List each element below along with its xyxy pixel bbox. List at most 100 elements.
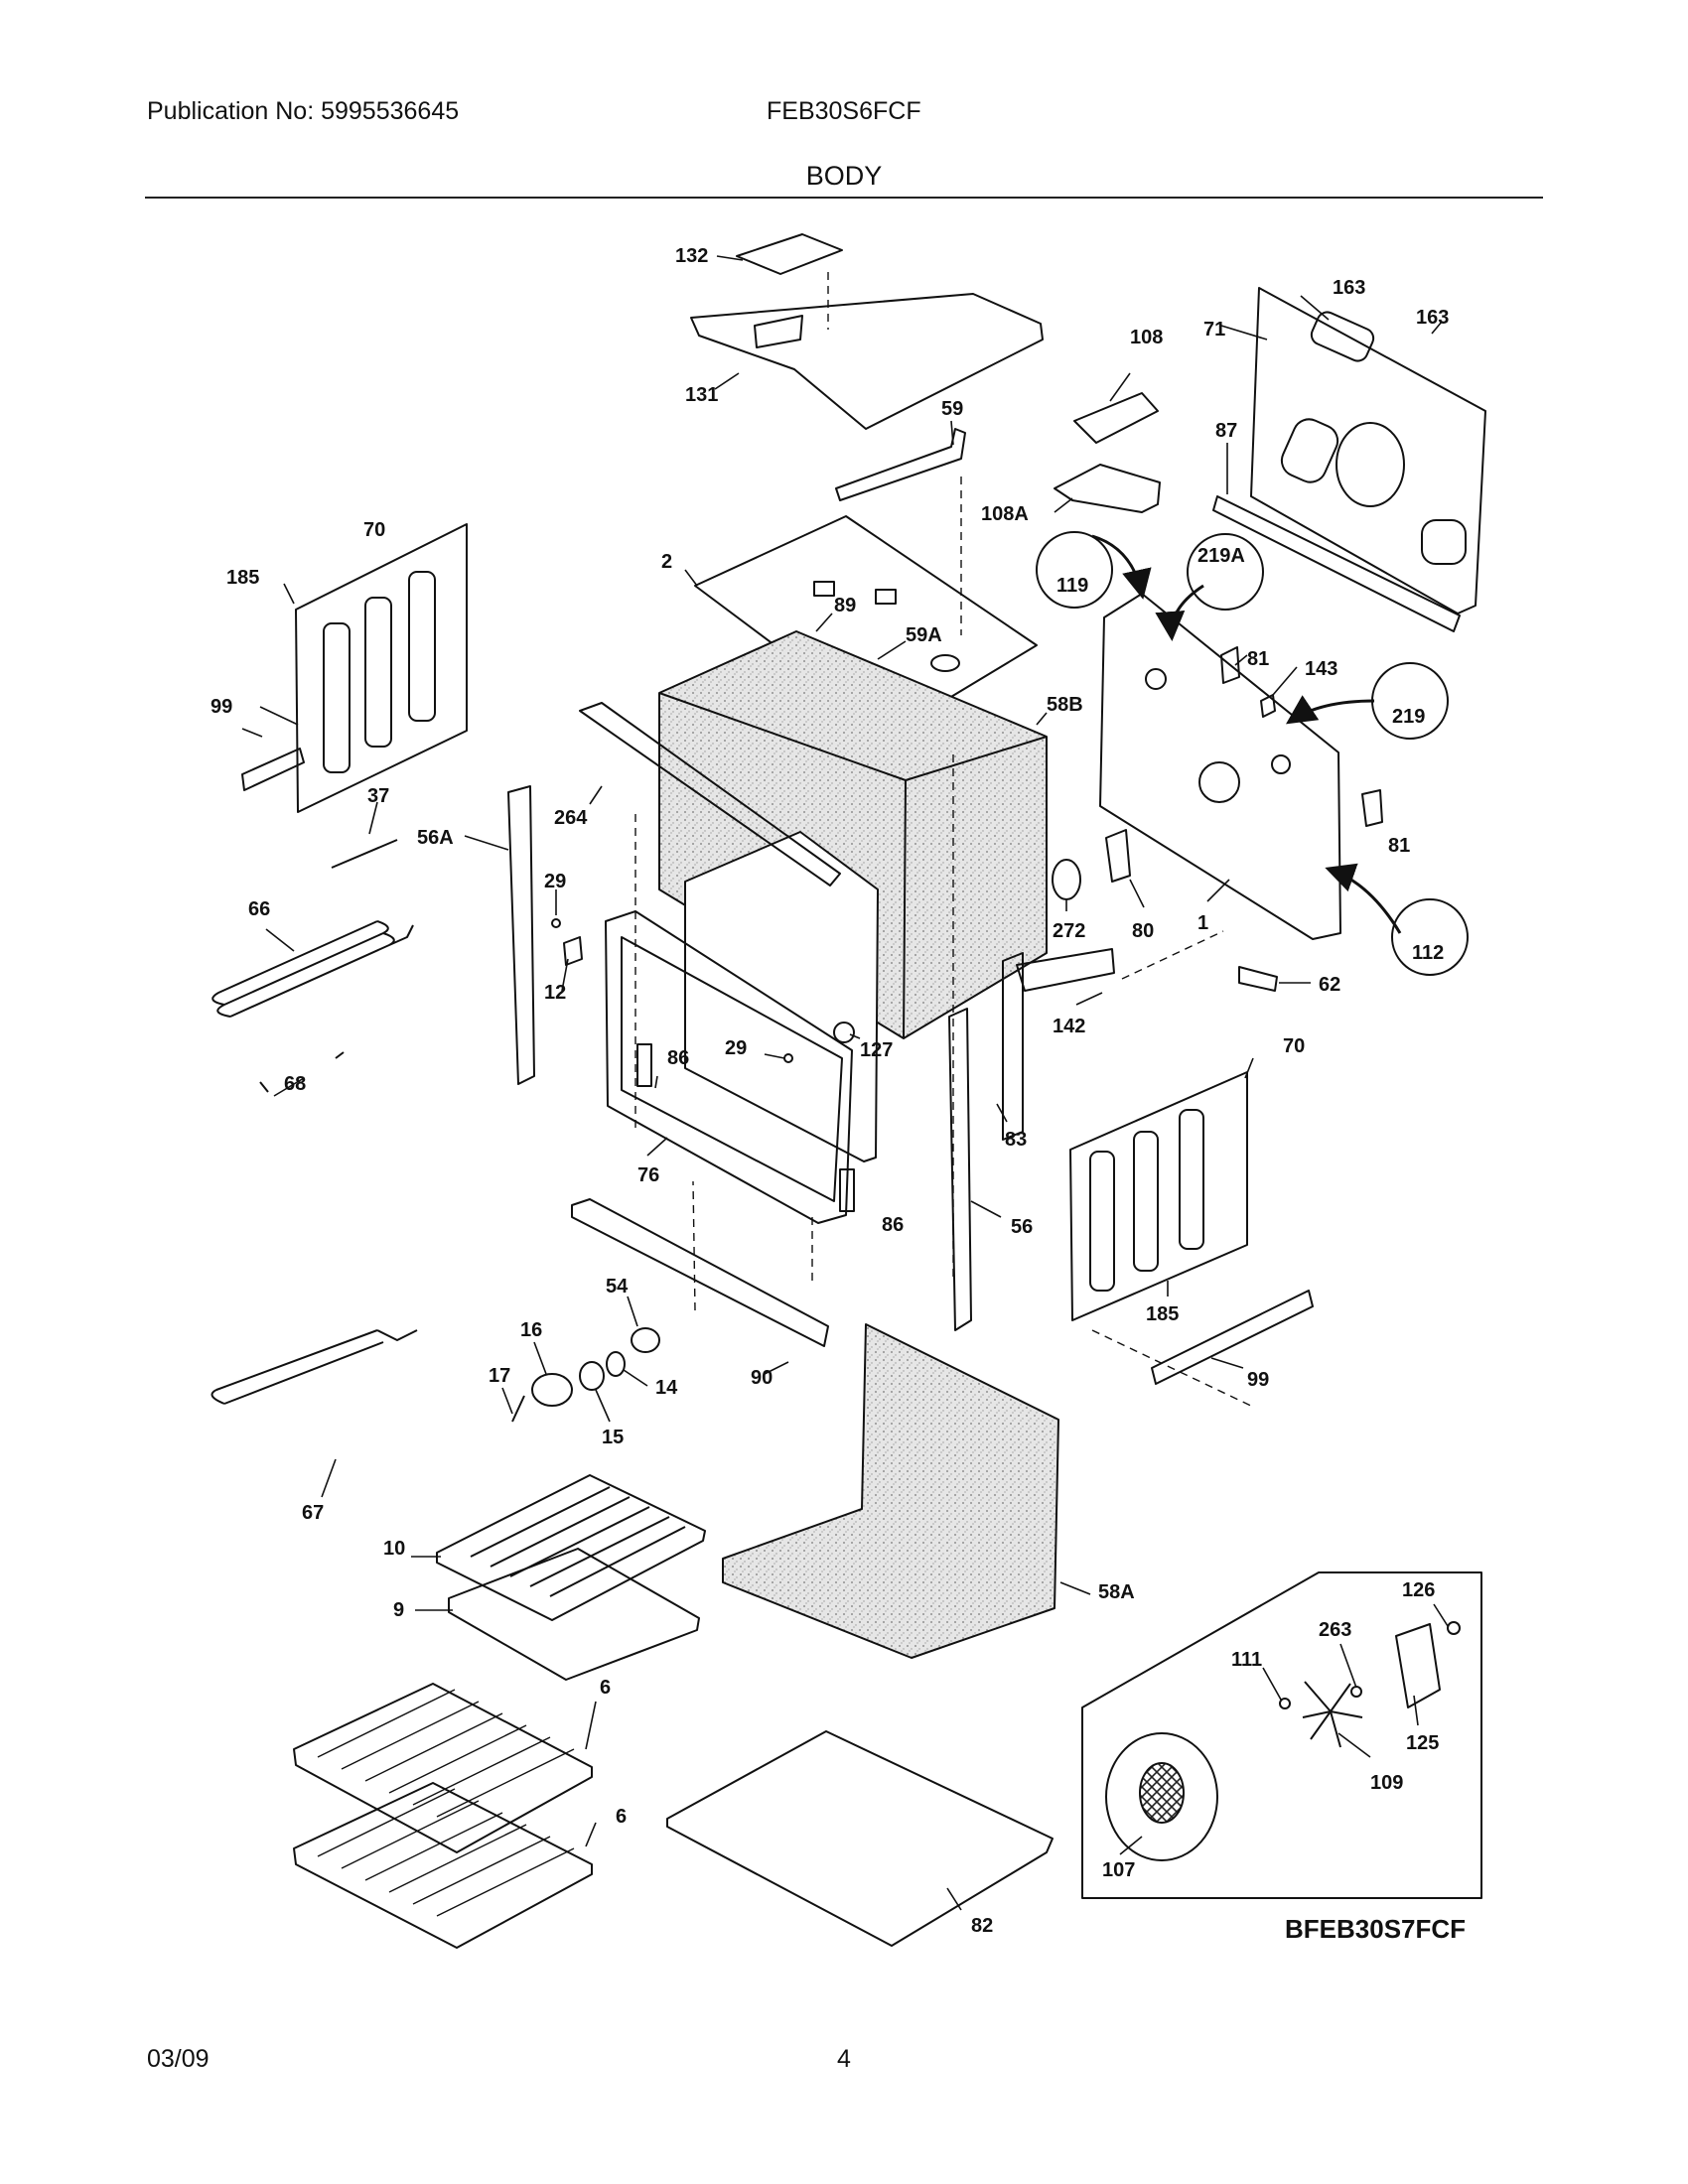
callout-62: 62 [1319,974,1340,996]
callout-70-b: 70 [1283,1035,1305,1057]
part-70-right-slot-a [1089,1151,1115,1292]
part-56-rail [948,1008,972,1331]
callout-68: 68 [284,1073,306,1095]
part-264-bar [579,702,841,887]
callout-10: 10 [383,1538,405,1560]
callout-56: 56 [1011,1216,1033,1238]
footer-date: 03/09 [147,2045,210,2073]
callout-9: 9 [393,1599,404,1621]
callout-71: 71 [1203,319,1225,341]
callout-185-a: 185 [226,567,259,589]
part-71-vent-d [1310,311,1375,362]
callout-83: 83 [1005,1129,1027,1151]
part-1-hole-a [1145,668,1167,690]
callout-81-a: 81 [1247,648,1269,670]
callout-185-b: 185 [1146,1303,1179,1325]
callout-132: 132 [675,245,708,267]
callout-108: 108 [1130,327,1163,348]
callout-12: 12 [544,982,566,1004]
callout-99-b: 99 [1247,1369,1269,1391]
part-107-fan-cover [1105,1732,1218,1861]
callout-80: 80 [1132,920,1154,942]
callout-107: 107 [1102,1859,1135,1881]
callout-143: 143 [1305,658,1337,680]
page-number: 4 [837,2045,851,2073]
part-81-clip-b [1361,789,1383,827]
part-90-front-trim [571,1198,829,1347]
callout-264: 264 [554,807,588,829]
part-125-fan-motor [1395,1623,1441,1708]
leader-lines [241,255,1449,1911]
part-17-wire [511,1395,525,1423]
part-99-right-rail [1151,1290,1314,1385]
callout-219: 219 [1392,706,1425,728]
part-2-hole [930,654,960,672]
part-111-nut [1279,1698,1291,1709]
part-10-slats [470,1486,686,1597]
part-86-hinge-a [636,1043,652,1087]
part-68-bracket [259,1051,345,1093]
callout-272: 272 [1053,920,1085,942]
callout-66: 66 [248,898,270,920]
header-divider [145,197,1543,199]
part-15-lens [579,1361,605,1391]
part-80-bracket [1105,829,1131,883]
callout-2: 2 [661,551,672,573]
part-1-hole-b [1271,754,1291,774]
callout-81-b: 81 [1388,835,1410,857]
part-108A-bracket [1054,464,1161,513]
callout-163-a: 163 [1333,277,1365,299]
callout-86-b: 86 [882,1214,904,1236]
part-2-slot-b [875,589,897,605]
part-70-left-slot-c [408,571,436,722]
part-127-knob [833,1022,855,1043]
callout-163-b: 163 [1416,307,1449,329]
part-82-bottom-tray [666,1730,1054,1947]
callout-125: 125 [1406,1732,1439,1754]
part-143-bracket [1260,694,1276,718]
part-6-rack-lower-bars [317,1788,575,1917]
publication-number: Publication No: 5995536645 [147,97,460,125]
part-70-left-side-panel [295,523,468,813]
part-2-slot-a [813,581,835,597]
callout-89: 89 [834,595,856,616]
part-107-grill [1139,1762,1185,1824]
callout-29-a: 29 [544,871,566,892]
callout-29-b: 29 [725,1037,747,1059]
callout-6-a: 6 [600,1677,611,1699]
part-263-washer [1350,1686,1362,1698]
callout-219A: 219A [1197,545,1245,567]
part-14-ring [606,1351,626,1377]
diagram-reference-code: BFEB30S7FCF [1285,1914,1466,1944]
part-12-bracket [563,936,583,966]
callout-circle-112 [1391,898,1469,976]
part-56A-rail [507,785,535,1085]
callout-142: 142 [1053,1016,1085,1037]
part-71-vent-c [1421,519,1467,565]
callout-131: 131 [685,384,718,406]
callout-59: 59 [941,398,963,420]
part-1-rear-panel [1099,593,1341,940]
callout-15: 15 [602,1427,624,1448]
part-70-left-slot-a [323,622,351,773]
part-66-bake-element [211,920,414,1018]
callout-56A: 56A [417,827,454,849]
callout-82: 82 [971,1915,993,1937]
callout-58A: 58A [1098,1581,1135,1603]
callout-1: 1 [1197,912,1208,934]
part-1-fan-hole [1198,761,1240,803]
callout-37: 37 [367,785,389,807]
part-6-oven-rack-lower [293,1782,593,1949]
callout-127: 127 [860,1039,893,1061]
part-76-door-frame-inner [621,936,843,1202]
callout-86-a: 86 [667,1047,689,1069]
part-70-left-slot-b [364,597,392,748]
callout-67: 67 [302,1502,324,1524]
section-title: BODY [805,161,883,191]
part-71-vent-a [1280,418,1339,483]
part-131-bracket [754,315,803,348]
callout-90: 90 [751,1367,773,1389]
callout-111: 111 [1231,1649,1262,1671]
inset-frame [1081,1571,1482,1899]
